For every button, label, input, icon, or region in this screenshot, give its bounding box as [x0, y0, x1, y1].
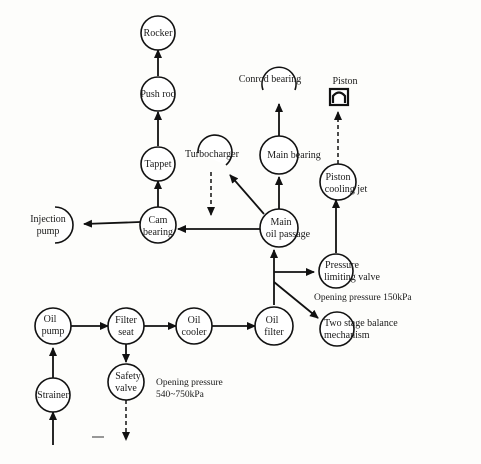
node-push-rod: Push rod — [140, 76, 176, 112]
flow-main-passage-to-turbocharger — [229, 174, 265, 215]
main-bearing-label: Main bearing — [267, 150, 321, 161]
main-oil-passage-label-1: Main — [270, 217, 291, 228]
node-pressure-limiting-valve: Pressure limiting valve — [318, 253, 380, 289]
safety-valve-opening-annotation-2: 540~750kPa — [156, 390, 205, 400]
filter-seat-label-2: seat — [118, 327, 134, 338]
node-filter-seat: Filter seat — [107, 307, 145, 345]
node-injection-pump: Injection pump — [30, 206, 74, 244]
piston-crown-icon — [331, 91, 347, 103]
node-tappet: Tappet — [140, 146, 176, 182]
flow-lines — [49, 49, 342, 445]
safety-valve-label-2: valve — [115, 383, 137, 394]
oil-pump-label-2: pump — [42, 326, 65, 337]
piston-icon — [328, 87, 350, 107]
turbocharger-label: Turbocharger — [185, 149, 240, 160]
node-rocker: Rocker — [140, 15, 176, 51]
pressure-limiting-valve-label-2: limiting valve — [324, 272, 380, 283]
pressure-limiting-opening-annotation: Opening pressure 150kPa — [314, 293, 412, 303]
rocker-label: Rocker — [144, 28, 174, 39]
injection-pump-label-1: Injection — [30, 214, 66, 225]
node-piston: Piston — [328, 76, 358, 107]
two-stage-balance-label-1: Two stage balance — [324, 318, 398, 329]
node-strainer: Strainer — [35, 377, 71, 413]
node-oil-cooler: Oil cooler — [175, 307, 213, 345]
node-main-bearing: Main bearing — [259, 135, 321, 175]
push-rod-label: Push rod — [140, 89, 175, 100]
injection-pump-label-2: pump — [37, 226, 60, 237]
cam-bearing-label-2: bearing — [143, 227, 173, 238]
oil-cooler-label-1: Oil — [188, 315, 201, 326]
oil-filter-label-1: Oil — [266, 315, 279, 326]
conrod-bearing-label: Conrod bearing — [239, 74, 302, 85]
node-oil-pump: Oil pump — [34, 307, 72, 345]
node-safety-valve: Safety valve — [107, 363, 145, 401]
main-oil-passage-label-2: oil passage — [266, 229, 311, 240]
filter-seat-label-1: Filter — [115, 315, 137, 326]
node-oil-filter: Oil filter — [254, 306, 294, 346]
piston-label: Piston — [332, 76, 357, 87]
flow-to-two-stage-balance — [273, 281, 319, 319]
cam-bearing-label-1: Cam — [149, 215, 168, 226]
piston-cooling-jet-label-1: Piston — [325, 172, 350, 183]
node-main-oil-passage: Main oil passage — [259, 208, 311, 248]
pressure-limiting-valve-label-1: Pressure — [325, 260, 359, 271]
two-stage-balance-label-2: mechanism — [324, 330, 370, 341]
safety-valve-label-1: Safety — [115, 371, 141, 382]
oil-pump-label-1: Oil — [44, 314, 57, 325]
node-conrod-bearing: Conrod bearing — [239, 66, 302, 91]
strainer-label: Strainer — [37, 390, 69, 401]
node-turbocharger: Turbocharger — [185, 134, 240, 166]
safety-valve-opening-annotation-1: Opening pressure — [156, 378, 223, 388]
node-two-stage-balance: Two stage balance mechanism — [319, 311, 398, 347]
oil-cooler-label-2: cooler — [182, 327, 208, 338]
piston-cooling-jet-label-2: cooling jet — [325, 184, 368, 195]
oil-filter-label-2: filter — [264, 327, 284, 338]
flow-cam-bearing-to-injection-pump — [83, 219, 141, 228]
node-cam-bearing: Cam bearing — [139, 206, 177, 244]
node-piston-cooling-jet: Piston cooling jet — [319, 163, 368, 201]
tappet-label: Tappet — [144, 159, 171, 170]
